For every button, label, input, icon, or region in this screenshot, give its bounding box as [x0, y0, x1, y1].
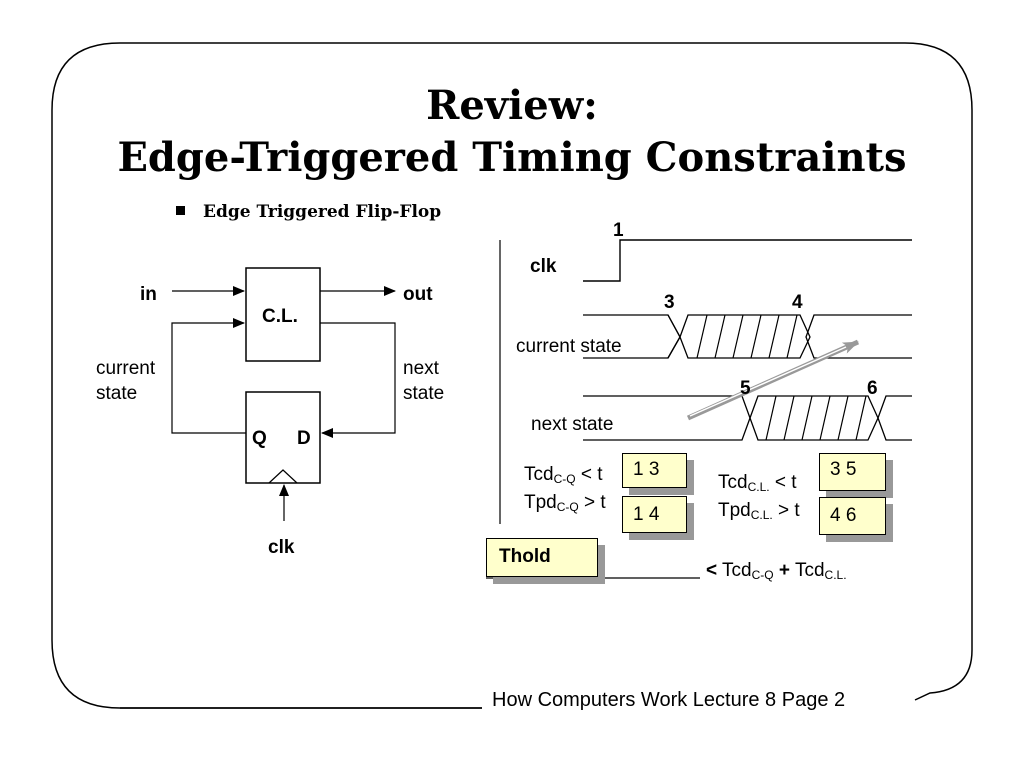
eq-tcd-cl-sub: C.L.	[747, 480, 770, 494]
bullet-square	[176, 206, 185, 215]
d-label: D	[297, 428, 311, 449]
eq-hold-tcd2: Tcd	[794, 560, 825, 581]
footer-text: How Computers Work Lecture 8 Page 2	[492, 689, 846, 711]
eq-tpd-cq-op: > t	[578, 492, 606, 513]
eq-tpd-cl-op: > t	[772, 500, 800, 521]
eq-tpd-cq-sub: C-Q	[556, 500, 579, 514]
marker-6: 6	[867, 378, 878, 399]
marker-1: 1	[613, 220, 624, 241]
next-state-right	[877, 395, 912, 441]
eq-hold-lt: <	[706, 560, 718, 581]
cl-label: C.L.	[262, 306, 298, 327]
current-state-right	[805, 314, 912, 359]
eq-tcd-cq-op: < t	[575, 464, 603, 485]
thold-callout: Thold	[486, 538, 598, 577]
marker-3: 3	[664, 292, 675, 313]
callout-1-3: 1 3	[622, 453, 687, 488]
cl-box	[245, 267, 321, 362]
eq-tpd-cl-text: Tpd	[718, 500, 751, 521]
eq-hold-tcd1: Tcd	[722, 560, 752, 581]
callout-4-6: 4 6	[819, 497, 886, 535]
clk-input-label: clk	[268, 537, 295, 558]
feedback-loop	[171, 318, 246, 434]
eq-tcd-cq: TcdC-Q < t	[524, 462, 603, 492]
eq-hold-sub1: C-Q	[751, 568, 774, 582]
timing-next-state-label: next state	[531, 414, 614, 435]
eq-hold-plus: +	[778, 560, 791, 581]
eq-tcd-cq-text: Tcd	[524, 464, 554, 485]
current-state-hatch	[696, 314, 798, 359]
bullet-text: Edge Triggered Flip-Flop	[203, 202, 442, 222]
current-state-label-1: current	[96, 358, 156, 379]
clock-triangle	[268, 469, 298, 484]
clk-waveform	[583, 239, 912, 282]
eq-tpd-cq: TpdC-Q > t	[524, 490, 606, 520]
marker-5: 5	[740, 378, 751, 399]
timing-current-state-label: current state	[516, 336, 622, 357]
eq-hold: < TcdC-Q + TcdC.L.	[706, 558, 847, 588]
title-line-2: Edge-Triggered Timing Constraints	[117, 134, 907, 181]
eq-tcd-cl: TcdC.L. < t	[718, 470, 797, 500]
out-label: out	[403, 284, 433, 305]
eq-tpd-cl: TpdC.L. > t	[718, 498, 800, 528]
eq-hold-sub2: C.L.	[824, 568, 847, 582]
bullet-item: Edge Triggered Flip-Flop	[176, 202, 441, 222]
next-state-hatch	[765, 395, 867, 441]
timing-clk-label: clk	[530, 256, 557, 277]
callout-3-5: 3 5	[819, 453, 886, 491]
callout-1-4: 1 4	[622, 496, 687, 533]
eq-tcd-cq-sub: C-Q	[553, 472, 576, 486]
next-state-label-1: next	[403, 358, 439, 379]
marker-4: 4	[792, 292, 803, 313]
next-state-loop	[320, 322, 396, 438]
gray-arrow-core	[689, 346, 847, 417]
current-state-label-2: state	[96, 383, 138, 404]
q-label: Q	[252, 428, 267, 449]
eq-tpd-cl-sub: C.L.	[750, 508, 773, 522]
slide-frame-left	[51, 42, 482, 709]
eq-tcd-cl-op: < t	[769, 472, 797, 493]
flipflop-box	[245, 391, 321, 484]
next-state-bus	[749, 395, 879, 441]
next-state-label-2: state	[403, 383, 445, 404]
in-label: in	[140, 284, 157, 305]
title-line-1: Review:	[426, 82, 598, 129]
eq-tpd-cq-text: Tpd	[524, 492, 557, 513]
current-state-bus	[667, 314, 811, 359]
slide-frame	[470, 42, 973, 701]
eq-tcd-cl-text: Tcd	[718, 472, 748, 493]
